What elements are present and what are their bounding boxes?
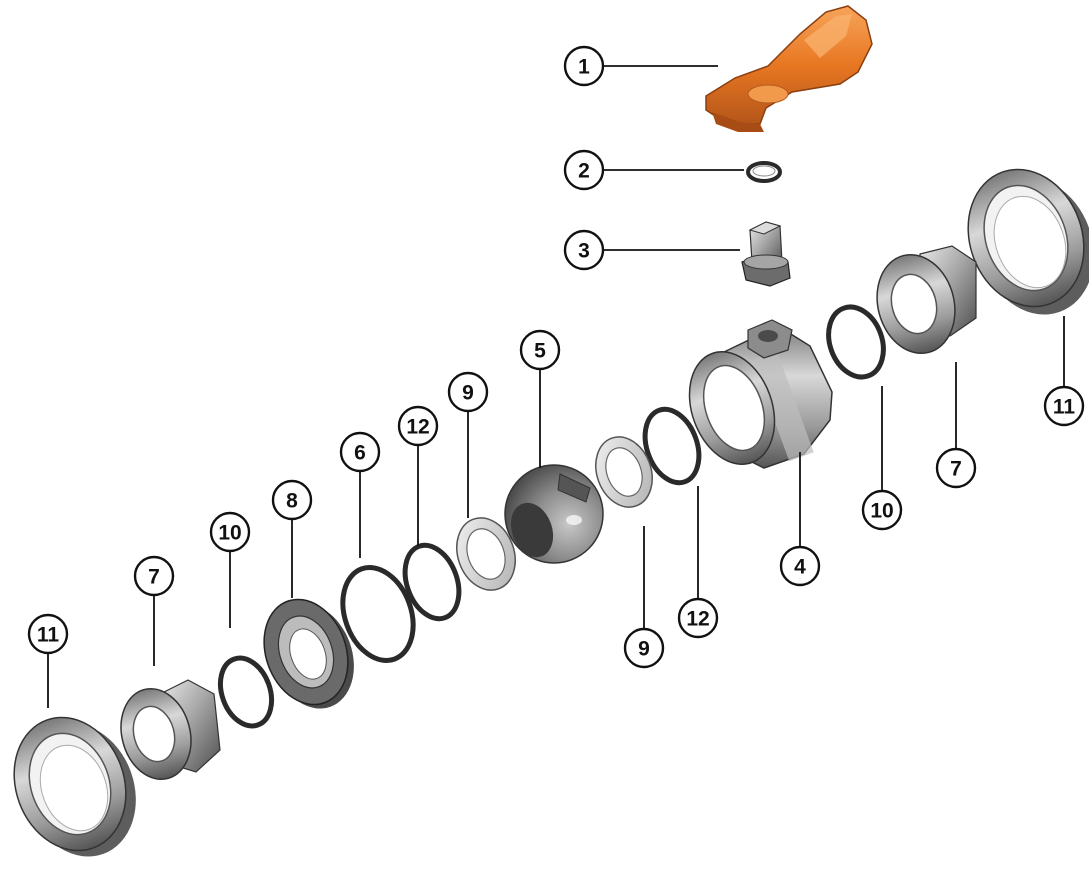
small-o-ring-part xyxy=(746,161,782,183)
union-nut-left-part xyxy=(13,716,136,857)
callout-7-right: 7 xyxy=(935,447,977,489)
union-nut-right-part xyxy=(967,168,1089,315)
callout-11-left-label: 11 xyxy=(37,624,60,647)
callout-12-left-label: 12 xyxy=(406,416,429,439)
stem-part xyxy=(741,221,791,287)
callout-4-label: 4 xyxy=(794,556,806,579)
o-ring-left-part xyxy=(217,655,275,729)
callout-5: 5 xyxy=(519,329,561,371)
callout-2-label: 2 xyxy=(578,160,590,183)
callout-3: 3 xyxy=(563,229,605,271)
seat-seal-left-part xyxy=(456,517,516,591)
carrier-part xyxy=(263,598,354,709)
callout-5-label: 5 xyxy=(534,340,546,363)
leader-lines xyxy=(47,65,1065,708)
callout-10-left-label: 10 xyxy=(218,522,241,545)
ball-part xyxy=(504,464,604,564)
callout-7-left-label: 7 xyxy=(148,566,160,589)
callout-10-left: 10 xyxy=(209,511,251,553)
callout-6: 6 xyxy=(339,431,381,473)
o-ring-12-right-part xyxy=(642,406,702,486)
large-o-ring-part xyxy=(340,565,416,663)
callout-11-left: 11 xyxy=(27,613,69,655)
callout-9-right-label: 9 xyxy=(638,638,650,661)
callout-9-right: 9 xyxy=(623,627,665,669)
callout-6-label: 6 xyxy=(354,442,366,465)
callout-12-right-label: 12 xyxy=(686,608,709,631)
seat-seal-right-part xyxy=(595,436,653,508)
callout-11-right-label: 11 xyxy=(1053,396,1076,419)
callout-1: 1 xyxy=(563,45,605,87)
valve-body-part xyxy=(688,319,833,469)
callout-11-right: 11 xyxy=(1043,385,1085,427)
callout-12-right: 12 xyxy=(677,597,719,639)
callout-2: 2 xyxy=(563,149,605,191)
callout-10-right: 10 xyxy=(861,489,903,531)
o-ring-right-part xyxy=(826,304,886,380)
callout-7-left: 7 xyxy=(133,555,175,597)
callout-9-left: 9 xyxy=(447,371,489,413)
callout-4: 4 xyxy=(779,545,821,587)
handle-part xyxy=(705,5,873,132)
callout-1-label: 1 xyxy=(578,56,590,79)
end-connector-left-part xyxy=(120,679,221,781)
callout-8-label: 8 xyxy=(286,490,298,513)
callout-9-left-label: 9 xyxy=(462,382,474,405)
callout-12-left: 12 xyxy=(397,405,439,447)
end-connector-right-part xyxy=(876,245,977,355)
callout-8: 8 xyxy=(271,479,313,521)
callout-3-label: 3 xyxy=(578,240,590,263)
callout-10-right-label: 10 xyxy=(870,500,893,523)
callout-7-right-label: 7 xyxy=(950,458,962,481)
o-ring-12-left-part xyxy=(402,542,462,622)
